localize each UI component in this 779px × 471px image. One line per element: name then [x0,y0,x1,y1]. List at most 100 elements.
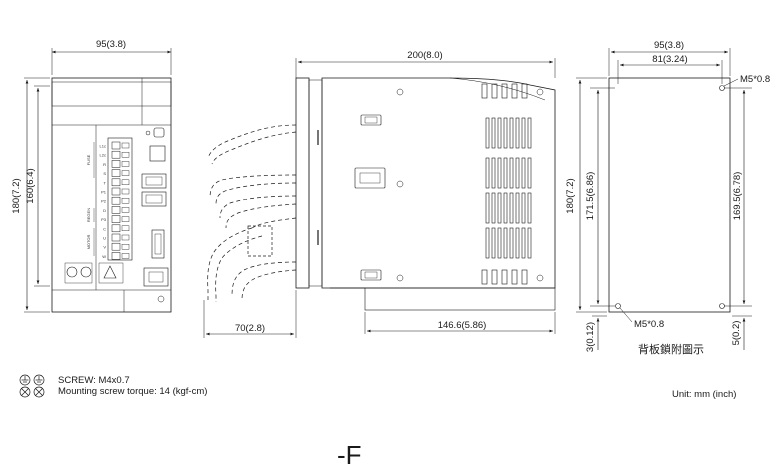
encoder-connector [143,267,169,287]
terminal-screw [111,196,121,205]
terminal-clamp [121,161,130,167]
heatsink-fin [503,192,508,224]
heatsink-fin [509,117,514,149]
heatsink-fin [491,157,496,189]
rear-height-label: 180(7.2) [565,178,576,213]
heatsink-fin [515,192,520,224]
front-inner-height-label: 160(6.4) [25,168,36,203]
rj45-port-1 [141,173,167,189]
terminal-label: W [102,254,106,259]
screw-spec-note: SCREW: M4x0.7 [58,375,130,386]
side-depth-label: 200(8.0) [407,50,442,61]
side-bottom-label: 146.6(5.86) [438,320,487,331]
terminal-clamp [121,253,130,259]
terminal-label: L2c [100,153,106,158]
rear-view [576,48,752,350]
side-view [203,58,556,338]
terminal-clamp [121,234,130,241]
rear-plate [608,77,731,313]
rear-screw-bottom-label: M5*0.8 [634,319,664,330]
heatsink-fin [503,157,508,189]
rear-hole-height-right-label: 169.5(6.78) [732,172,743,221]
heatsink-fin [509,157,514,189]
group-label-fuse: FUSE [86,154,91,165]
heatsink-fin [509,192,514,224]
heatsink-fin [503,117,508,149]
cable-outlines [207,124,297,302]
terminal-screw [111,224,121,233]
heatsink-fin [509,227,514,259]
vent-slot [491,269,498,285]
mount-hole-bottom-right [719,303,725,309]
heatsink-fin [521,157,526,189]
terminal-screw [111,150,121,159]
heatsink-fin [491,227,496,259]
vent-slot [511,83,518,99]
display-window [149,145,166,162]
terminal-clamp [121,188,130,195]
side-cable-label: 70(2.8) [235,323,265,334]
usb-connector [153,127,165,138]
heatsink-fin [485,227,490,259]
terminal-label: S [103,171,106,176]
terminal-screw [111,252,121,260]
vent-slot [501,269,508,285]
torque-note: Mounting screw torque: 14 (kgf-cm) [58,386,208,397]
rear-hole-spacing-label: 81(3.24) [652,54,687,65]
terminal-block [107,137,133,261]
group-label-regen: REGEN [86,208,91,222]
heatsink-fin [515,157,520,189]
terminal-label: V [103,245,106,250]
heatsink-fin [521,117,526,149]
heatsink-fin [527,192,532,224]
terminal-label: P2 [101,199,107,204]
rear-bottom-offset-right-label: 5(0.2) [731,321,742,346]
heatsink-fin [521,227,526,259]
rear-caption: 背板鎖附圖示 [638,344,704,356]
terminal-screw [111,187,121,196]
terminal-clamp [121,216,130,222]
drive-front-body [51,77,172,313]
terminal-label: D [103,208,106,213]
rear-bottom-offset-left-label: 3(0.12) [585,322,596,352]
heatsink-fin [515,227,520,259]
heatsink-fin [521,192,526,224]
mount-hole-top [719,85,725,91]
io-connector [151,229,165,259]
terminal-label: C [103,226,106,231]
warning-triangle-icon [103,265,117,279]
heatsink-fin [497,157,502,189]
terminal-label: L1c [100,144,106,149]
terminal-screw [111,215,121,223]
front-view [24,48,172,313]
heatsink-fin [497,227,502,259]
front-width-label: 95(3.8) [96,39,126,50]
terminal-clamp [121,243,130,250]
side-main-body [321,77,556,289]
heatsink-fin [527,117,532,149]
terminal-screw [111,206,121,214]
terminal-clamp [121,207,130,213]
rear-hole-height-left-label: 171.5(6.86) [585,172,596,221]
terminal-clamp [121,151,130,158]
terminal-screw [111,178,121,187]
group-label-motor: MOTOR [86,234,91,249]
heatsink-fin [527,227,532,259]
terminal-clamp [121,179,130,186]
vent-slot [521,83,528,99]
terminal-label: U [103,236,106,241]
terminal-clamp [121,170,130,176]
terminal-screw [111,169,121,177]
heatsink-bottom [364,287,556,311]
terminal-label: T [104,180,107,185]
vent-slot [511,269,518,285]
terminal-clamp [121,197,130,204]
vent-slot [481,83,488,99]
heatsink-fin [497,192,502,224]
heatsink-fin [491,192,496,224]
heatsink-fin [485,192,490,224]
heatsink-fin [527,157,532,189]
ground-symbol-icon [19,374,45,386]
terminal-label: P3 [101,217,107,222]
